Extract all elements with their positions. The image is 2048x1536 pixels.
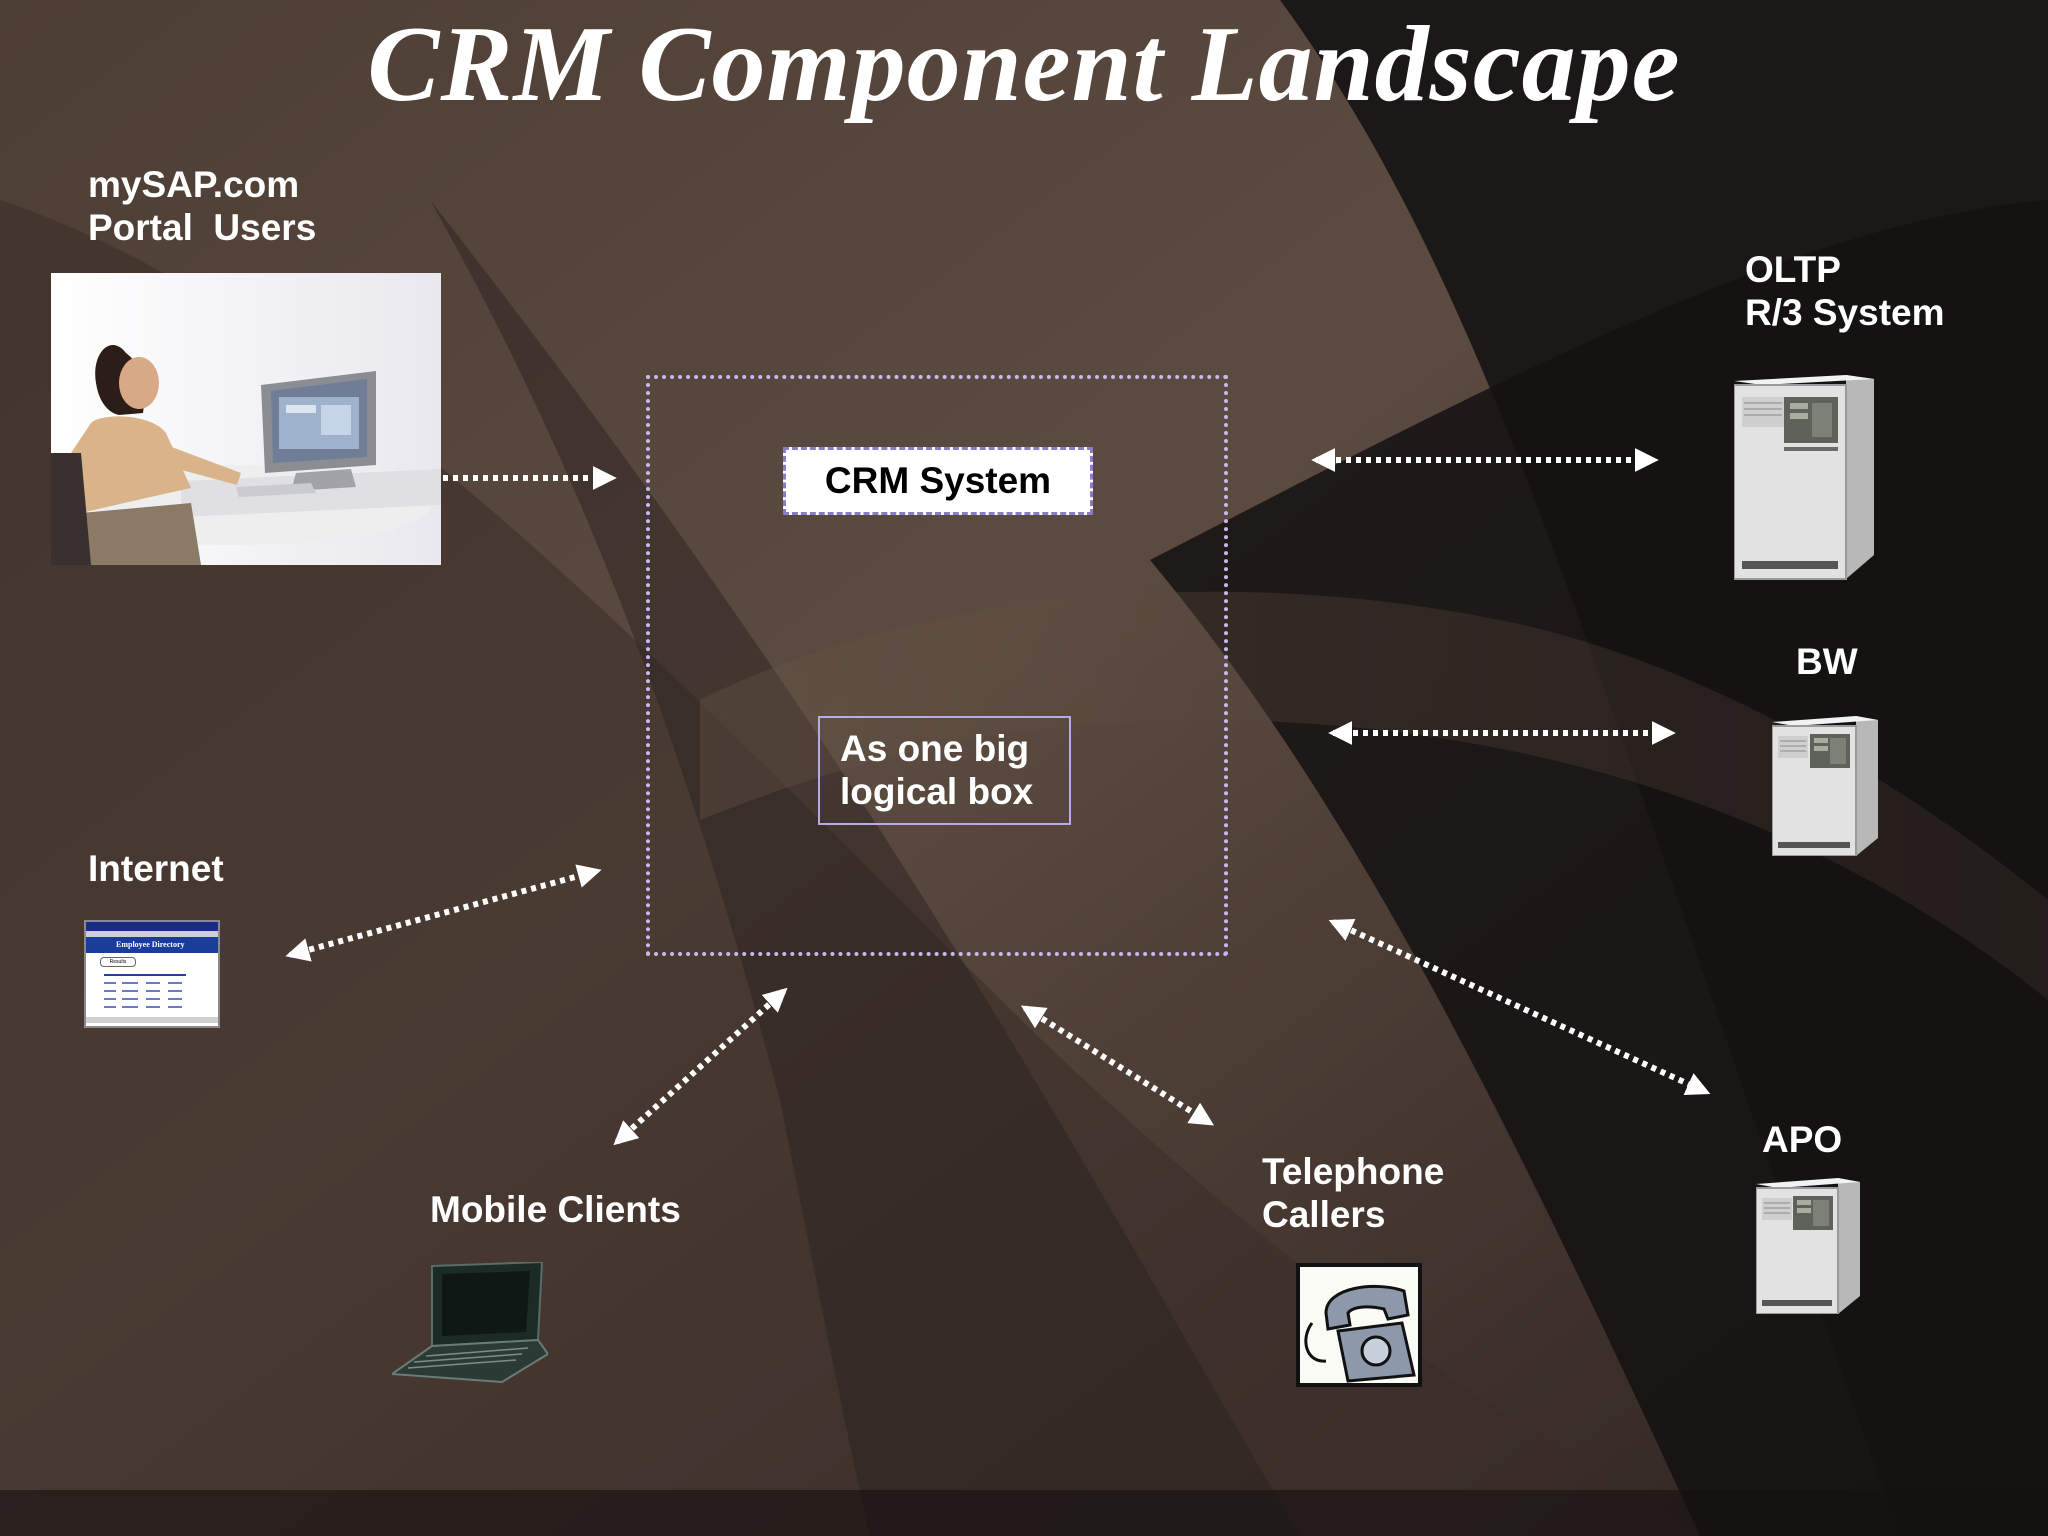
crm-mobile-arrow [613,987,788,1146]
apo-label: APO [1762,1119,1843,1160]
portal-user-photo [51,273,441,565]
crm-apo-arrow [1328,919,1711,1095]
telephone-callers-label: Telephone Callers [1262,1151,1445,1235]
logical-box-label: As one big logical box [818,716,1071,825]
portal-users-label: mySAP.com Portal Users [88,164,317,248]
telephone-icon [1296,1263,1422,1387]
bw-server-icon [1772,716,1878,856]
internet-label: Internet [88,848,224,889]
crm-logical-box [646,375,1228,956]
mobile-clients-label: Mobile Clients [430,1189,681,1230]
crm-telephone-arrow [1020,1005,1215,1126]
crm-system-label: CRM System [783,447,1093,515]
browser-window-icon: Employee Directory Results [84,920,220,1028]
browser-window-heading: Employee Directory [86,937,218,953]
laptop-icon [392,1262,548,1384]
crm-internet-arrow [285,864,602,962]
page-title: CRM Component Landscape [367,5,1681,124]
browser-table-icon [86,974,218,1023]
browser-results-button: Results [100,957,136,967]
bw-label: BW [1796,641,1858,682]
oltp-label: OLTP R/3 System [1745,249,1945,333]
oltp-server-icon [1734,375,1874,580]
apo-server-icon [1756,1178,1860,1314]
